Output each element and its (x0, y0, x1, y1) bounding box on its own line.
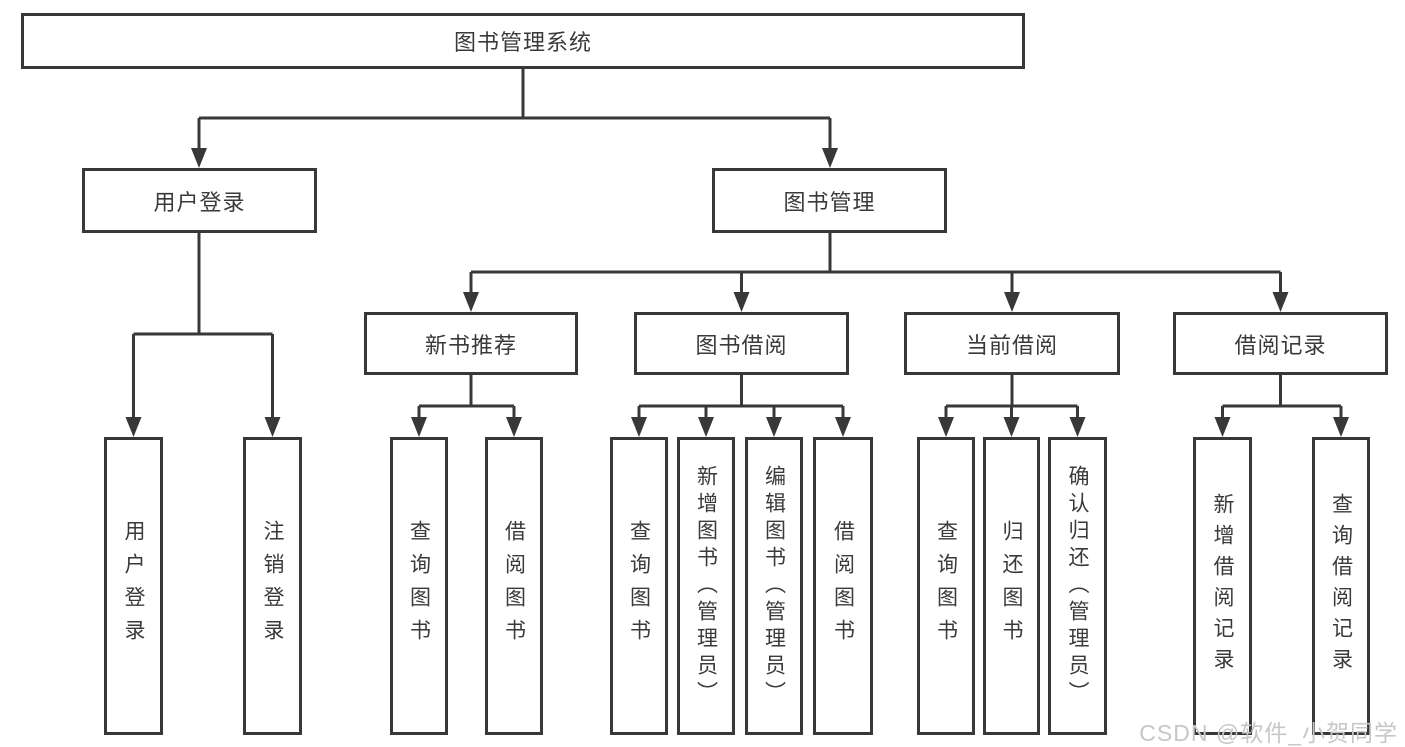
leaf-return-books: 归还图书 (983, 437, 1040, 735)
node-root: 图书管理系统 (21, 13, 1025, 69)
leaf-add-book-admin: 新增图书（管理员） (677, 437, 735, 735)
leaf-query-books-borrow: 查询图书 (610, 437, 668, 735)
leaf-user-login: 用户登录 (104, 437, 163, 735)
leaf-borrow-books-recommend: 借阅图书 (485, 437, 543, 735)
leaf-query-borrow-record: 查询借阅记录 (1312, 437, 1370, 735)
leaf-add-borrow-record: 新增借阅记录 (1193, 437, 1252, 735)
leaf-query-books-current: 查询图书 (917, 437, 975, 735)
leaf-borrow-books: 借阅图书 (813, 437, 873, 735)
node-user-login: 用户登录 (82, 168, 317, 233)
leaf-confirm-return-admin: 确认归还（管理员） (1048, 437, 1107, 735)
leaf-edit-book-admin: 编辑图书（管理员） (745, 437, 803, 735)
node-book-borrow: 图书借阅 (634, 312, 849, 375)
node-new-book-recommend: 新书推荐 (364, 312, 578, 375)
leaf-logout: 注销登录 (243, 437, 302, 735)
node-book-management: 图书管理 (712, 168, 947, 233)
node-current-borrow: 当前借阅 (904, 312, 1120, 375)
csdn-watermark: CSDN @软件_小贺同学 (1139, 720, 1398, 746)
leaf-query-books-recommend: 查询图书 (390, 437, 448, 735)
node-borrow-records: 借阅记录 (1173, 312, 1388, 375)
